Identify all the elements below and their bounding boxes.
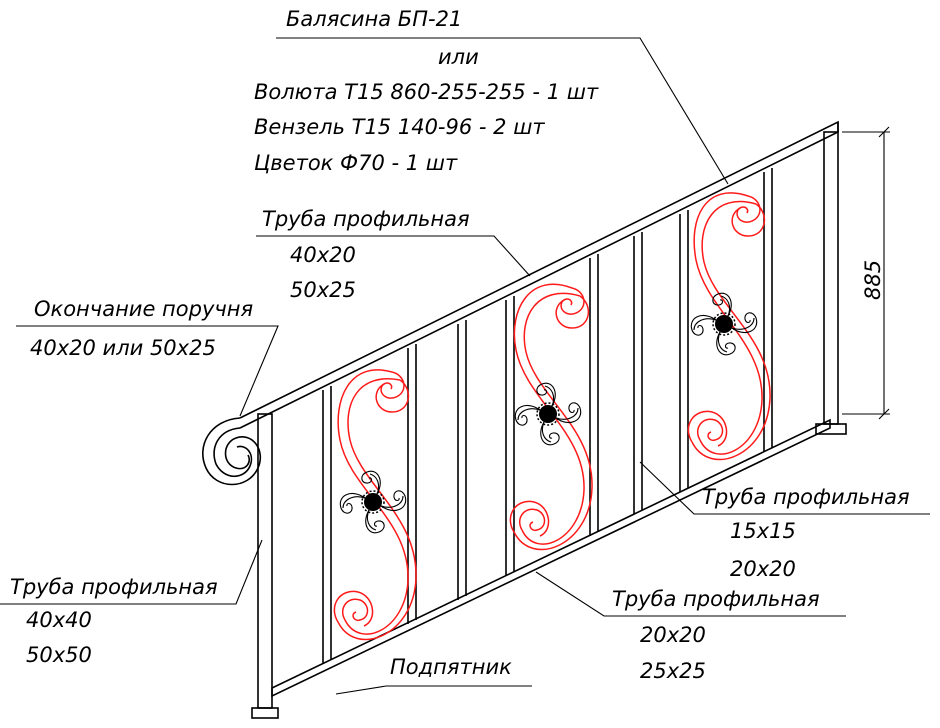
baluster-flower: Цветок Ф70 - 1 шт xyxy=(254,151,458,175)
right-post xyxy=(815,131,847,435)
handrail-pipe-size-2: 50х25 xyxy=(290,278,356,302)
leader-lines xyxy=(0,37,930,695)
baluster-monogram: Вензель Т15 140-96 - 2 шт xyxy=(254,115,545,139)
post-pipe-title: Труба профильная xyxy=(10,575,218,599)
bottom-rail-pipe-size-1: 20х20 xyxy=(640,623,706,647)
ornament-section-1 xyxy=(333,369,417,641)
bar-pipe-size-2: 20х20 xyxy=(730,557,796,581)
podpyatnik-title: Подпятник xyxy=(390,655,512,679)
left-post xyxy=(251,413,279,719)
post-pipe-size-2: 50х50 xyxy=(26,643,92,667)
baluster-or: или xyxy=(438,45,479,69)
handrail-pipe-size-1: 40х20 xyxy=(290,243,356,267)
bar-pipe-size-1: 15х15 xyxy=(730,519,796,543)
baluster-name: Балясина БП-21 xyxy=(286,7,462,31)
ornament-section-2 xyxy=(509,283,593,551)
handrail-end-size: 40х20 или 50х25 xyxy=(30,336,216,360)
baluster-volute: Волюта Т15 860-255-255 - 1 шт xyxy=(254,80,599,104)
post-pipe-callout: Труба профильная 40х40 50х50 xyxy=(10,575,218,667)
bottom-rail-pipe-callout: Труба профильная 20х20 25х25 xyxy=(612,587,820,683)
bar-pipe-callout: Труба профильная 15х15 20х20 xyxy=(702,485,910,581)
bar-pipe-title: Труба профильная xyxy=(702,485,910,509)
bottom-rail-pipe-title: Труба профильная xyxy=(612,587,820,611)
handrail-end-title: Окончание поручня xyxy=(34,297,253,321)
handrail-end-volute xyxy=(202,417,261,486)
bottom-rail-pipe-size-2: 25х25 xyxy=(640,659,706,683)
ornament-section-3 xyxy=(687,192,771,461)
handrail-pipe-callout: Труба профильная 40х20 50х25 xyxy=(262,207,470,302)
post-pipe-size-1: 40х40 xyxy=(26,608,92,632)
podpyatnik-callout: Подпятник xyxy=(390,655,512,679)
handrail-end-callout: Окончание поручня 40х20 или 50х25 xyxy=(30,297,253,360)
baluster-callout: Балясина БП-21 или Волюта Т15 860-255-25… xyxy=(254,7,599,175)
handrail-pipe-title: Труба профильная xyxy=(262,207,470,231)
height-dimension: 885 xyxy=(842,126,890,420)
height-dimension-value: 885 xyxy=(861,260,885,300)
